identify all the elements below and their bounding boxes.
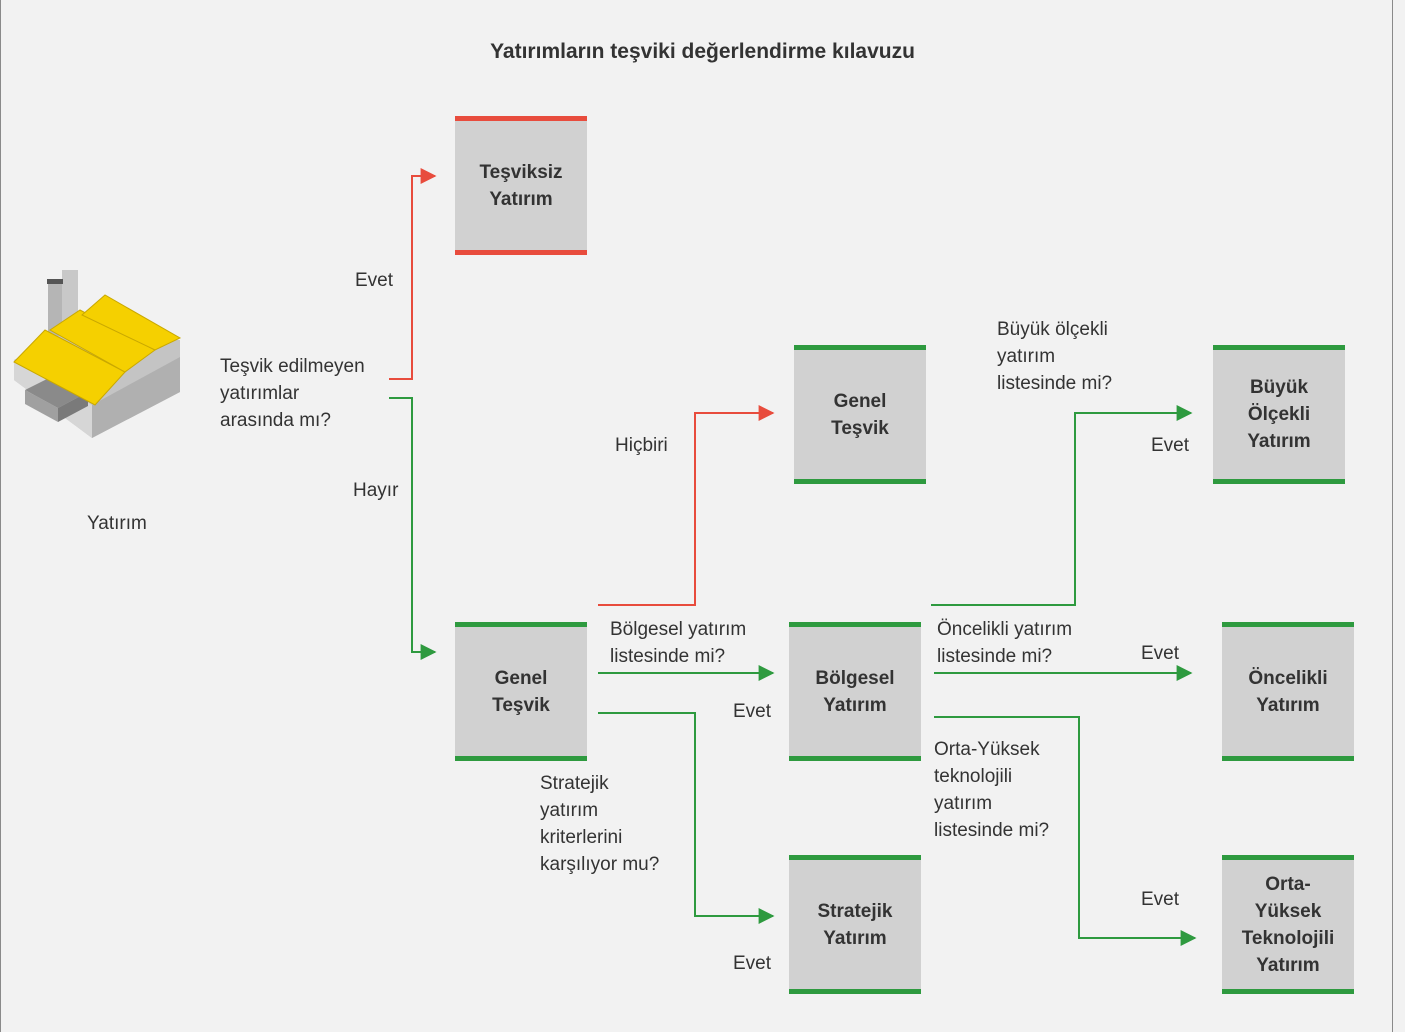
box-oncelikli-yatirim: Öncelikli Yatırım bbox=[1222, 622, 1354, 761]
label-hicbiri: Hiçbiri bbox=[615, 435, 668, 456]
box-bolgesel-yatirim: Bölgesel Yatırım bbox=[789, 622, 921, 761]
question-tesvik-edilmeyen: Teşvik edilmeyen yatırımlar arasında mı? bbox=[220, 356, 365, 431]
connector-hayir bbox=[389, 397, 437, 660]
question-oncelikli: Öncelikli yatırım listesinde mi? bbox=[937, 619, 1073, 667]
label-evet-oncelikli: Evet bbox=[1141, 643, 1180, 664]
diagram-title: Yatırımların teşviki değerlendirme kılav… bbox=[490, 40, 915, 63]
label-hayir: Hayır bbox=[353, 480, 399, 501]
question-stratejik: Stratejik yatırım kriterlerini karşılıyo… bbox=[540, 773, 660, 875]
start-label: Yatırım bbox=[87, 513, 147, 534]
box-genel-tesvik-main: Genel Teşvik bbox=[455, 622, 587, 761]
question-buyuk-olcekli: Büyük ölçekli yatırım listesinde mi? bbox=[997, 319, 1113, 394]
connector-buyuk bbox=[931, 405, 1193, 606]
box-tesviksiz-yatirim: Teşviksiz Yatırım bbox=[455, 116, 587, 255]
box-orta-yuksek-teknolojili-yatirim: Orta- Yüksek Teknolojili Yatırım bbox=[1222, 855, 1354, 994]
question-bolgesel: Bölgesel yatırım listesinde mi? bbox=[610, 619, 747, 667]
box-stratejik-yatirim: Stratejik Yatırım bbox=[789, 855, 921, 994]
box-genel-tesvik-top: Genel Teşvik bbox=[794, 345, 926, 484]
connector-evet-top bbox=[389, 168, 437, 380]
label-evet-top: Evet bbox=[355, 270, 394, 291]
connector-hicbiri bbox=[598, 405, 775, 606]
label-evet-stratejik: Evet bbox=[733, 953, 772, 974]
factory-icon bbox=[13, 270, 182, 438]
question-orta-yuksek: Orta-Yüksek teknolojili yatırım listesin… bbox=[934, 739, 1050, 841]
connector-stratejik bbox=[598, 712, 775, 924]
label-evet-bolgesel: Evet bbox=[733, 701, 772, 722]
label-evet-buyuk: Evet bbox=[1151, 435, 1190, 456]
connector-orta-yuksek bbox=[934, 716, 1197, 946]
box-buyuk-olcekli-yatirim: Büyük Ölçekli Yatırım bbox=[1213, 345, 1345, 484]
label-evet-orta: Evet bbox=[1141, 889, 1180, 910]
